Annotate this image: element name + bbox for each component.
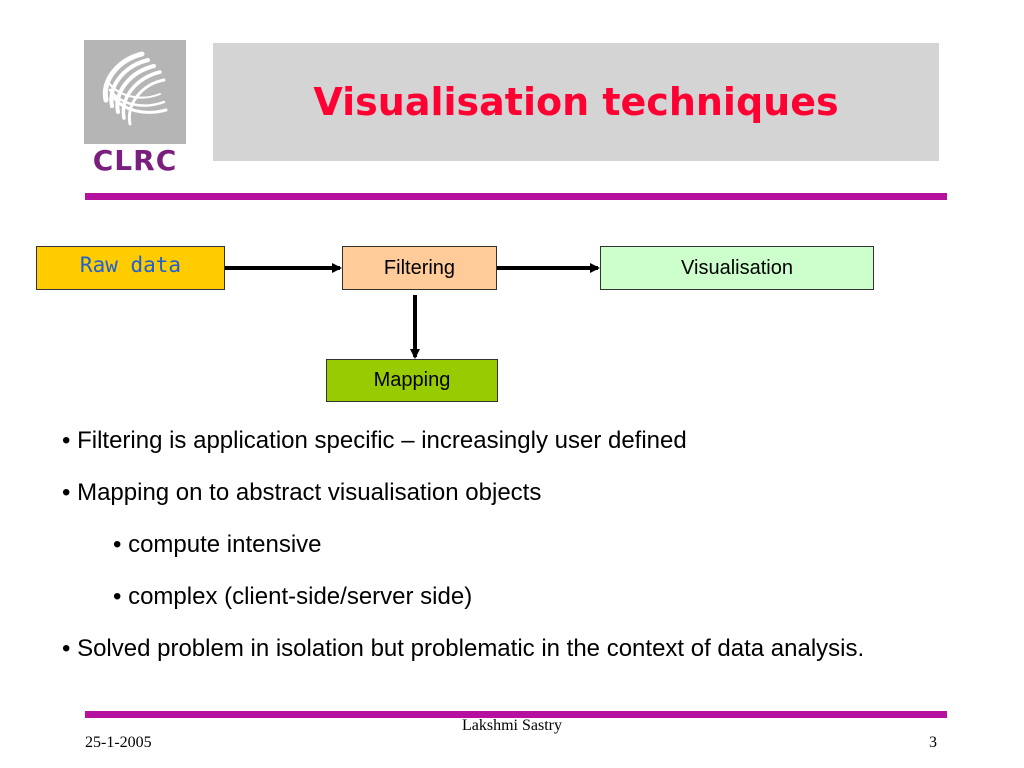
title-banner: Visualisation techniques: [213, 43, 939, 161]
node-raw-data: Raw data: [36, 246, 225, 290]
bottom-divider: [85, 711, 947, 718]
bullet-item: • Solved problem in isolation but proble…: [62, 635, 865, 662]
logo-box: [84, 40, 186, 144]
logo-text: CLRC: [92, 144, 178, 177]
clrc-logo: CLRC: [84, 40, 186, 176]
node-visualisation: Visualisation: [600, 246, 874, 290]
footer-author: Lakshmi Sastry: [462, 717, 562, 734]
sub-bullet-item: • compute intensive: [113, 531, 322, 558]
node-mapping: Mapping: [326, 359, 498, 402]
swirl-globe-icon: [102, 51, 168, 126]
footer-date: 25-1-2005: [85, 734, 152, 751]
top-divider: [85, 193, 947, 200]
node-filtering: Filtering: [342, 246, 497, 290]
slide-title: Visualisation techniques: [313, 80, 839, 124]
bullet-item: • Mapping on to abstract visualisation o…: [62, 479, 542, 506]
sub-bullet-item: • complex (client-side/server side): [113, 583, 473, 610]
bullet-item: • Filtering is application specific – in…: [62, 427, 687, 454]
page-number: 3: [929, 734, 937, 751]
